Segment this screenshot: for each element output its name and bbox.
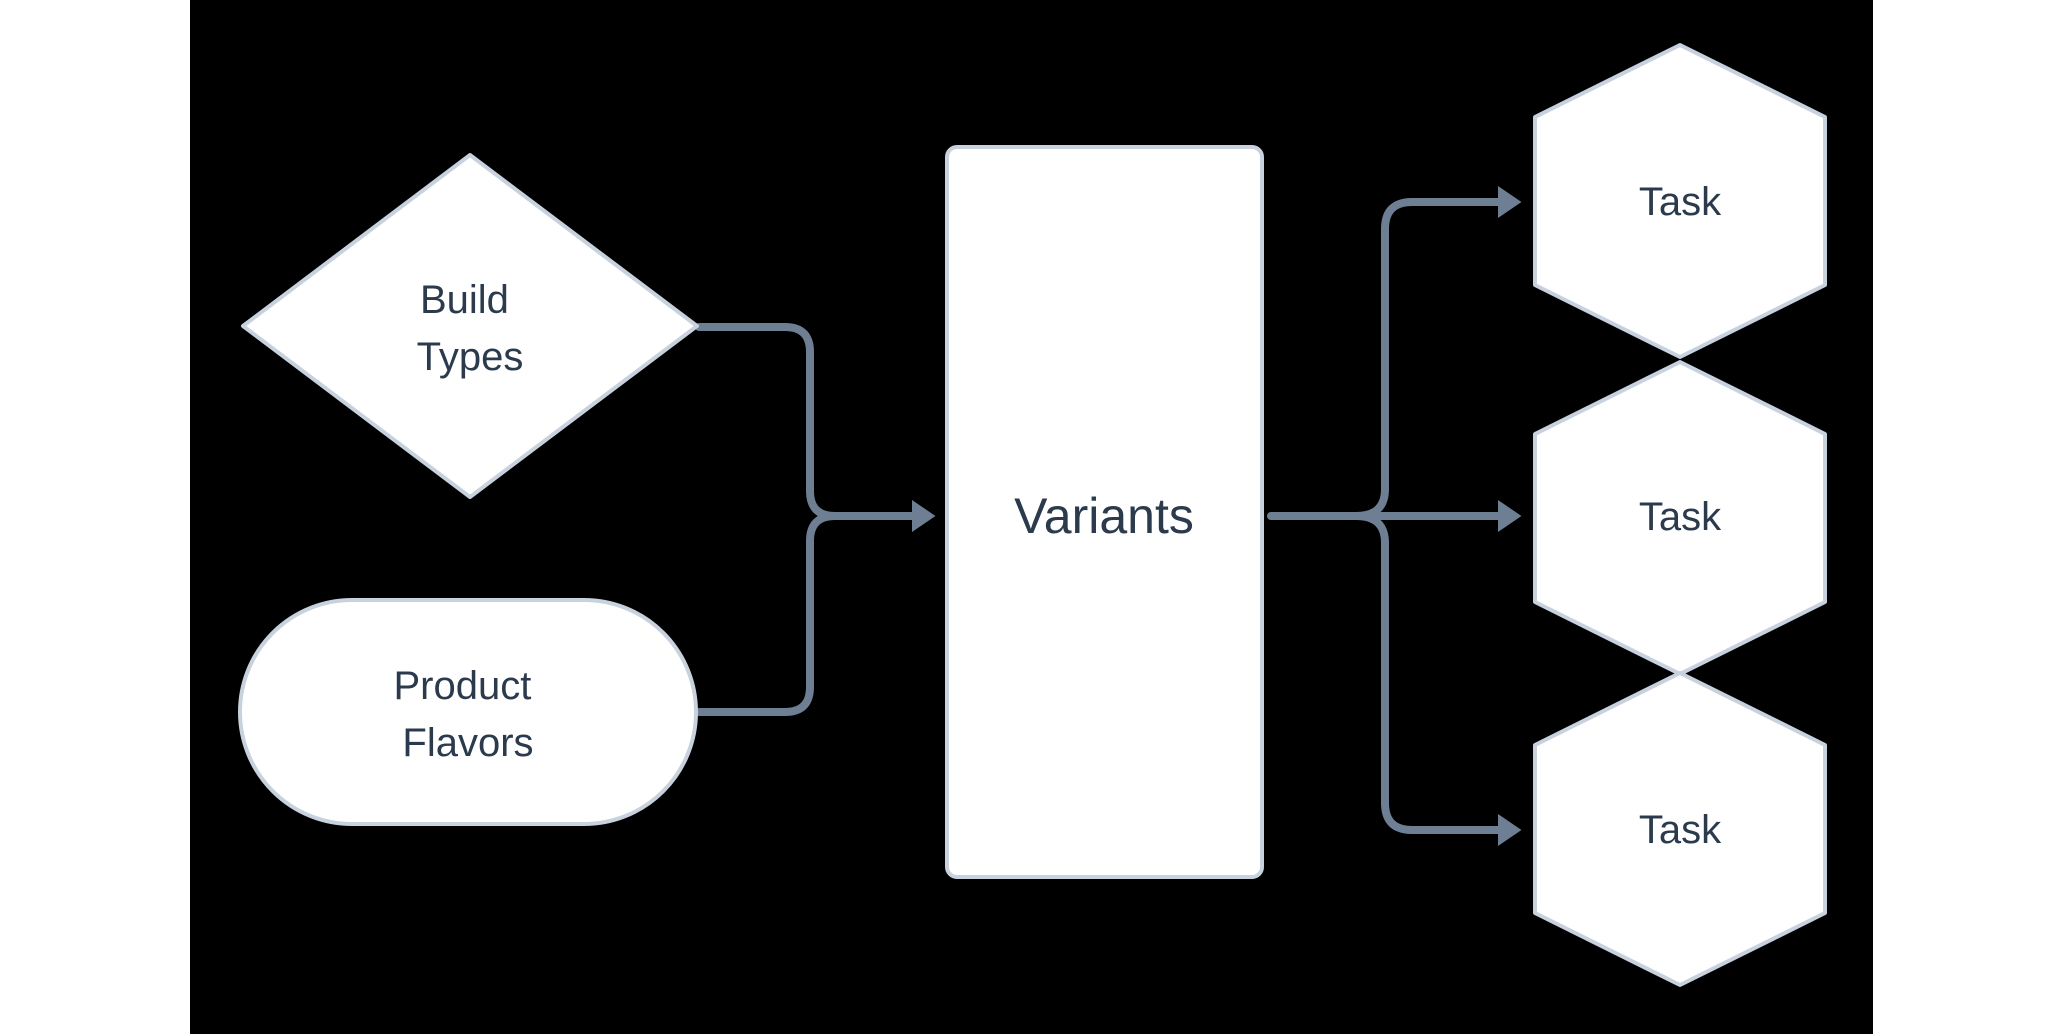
hexagon-shape xyxy=(1533,43,1827,359)
variants-label: Variants xyxy=(1014,488,1194,544)
edge-product-flavors-to-variants xyxy=(695,512,839,716)
node-product-flavors: Product Flavors xyxy=(238,598,698,826)
edges xyxy=(695,186,1522,846)
node-variants: Variants xyxy=(945,145,1264,879)
build-types-label: Build Types xyxy=(417,278,524,379)
node-build-types: Build Types xyxy=(241,153,699,499)
hexagon-shape xyxy=(1533,671,1827,987)
node-task-1: Task xyxy=(1533,43,1827,359)
task-1-label: Task xyxy=(1639,180,1722,224)
edge-variants-to-task-3 xyxy=(1352,512,1522,846)
product-flavors-label-line2: Flavors xyxy=(402,721,533,765)
edge-variants-to-task-1 xyxy=(1352,186,1522,520)
build-types-label-line2: Types xyxy=(417,335,524,379)
product-flavors-label-line1: Product xyxy=(394,664,532,708)
build-types-label-line1: Build xyxy=(420,278,509,322)
task-2-label: Task xyxy=(1639,495,1722,539)
stadium-shape xyxy=(238,598,698,826)
rectangle-shape xyxy=(945,145,1264,879)
product-flavors-label: Product Flavors xyxy=(394,664,543,765)
task-3-label: Task xyxy=(1639,808,1722,852)
diamond-shape xyxy=(241,153,699,499)
node-task-3: Task xyxy=(1533,671,1827,987)
